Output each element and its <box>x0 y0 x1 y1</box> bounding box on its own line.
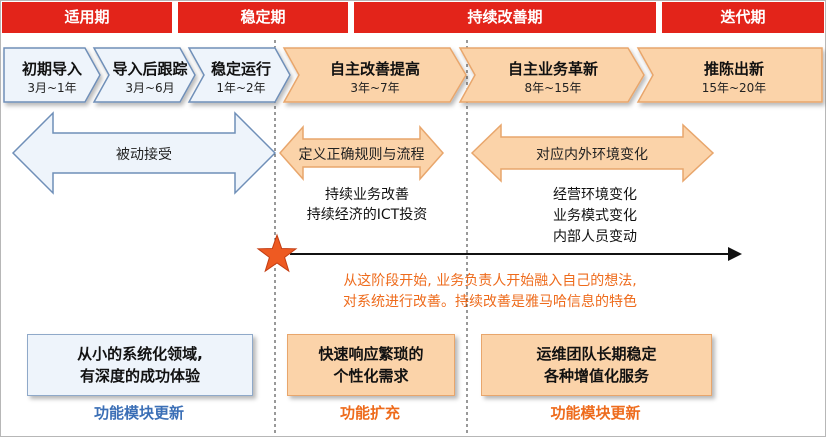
bullet-text: 内部人员变动 <box>553 229 637 245</box>
stage-period: 1年~2年 <box>216 81 266 95</box>
note-line: 从这阶段开始, 业务负责人开始融入自己的想法, <box>343 273 637 289</box>
stage-title: 自主改善提高 <box>329 60 420 78</box>
double-arrow-adapt-env <box>470 123 715 183</box>
bottom-label-left: 功能模块更新 <box>93 404 184 422</box>
phase-iteration: 迭代期 <box>662 2 824 33</box>
stage-period: 3月~6月 <box>125 81 175 95</box>
stage-title: 稳定运行 <box>210 60 271 78</box>
chevron-stage-4 <box>282 47 467 103</box>
summary-line: 从小的系统化领域, <box>77 345 203 363</box>
stage-title: 导入后跟踪 <box>112 60 188 78</box>
chevron-stage-1 <box>3 47 101 103</box>
arrow-label-passive: 被动接受 <box>116 147 172 163</box>
stage-period: 8年~15年 <box>524 81 582 95</box>
bottom-label-right: 功能模块更新 <box>550 404 641 422</box>
stage-period: 3年~7年 <box>350 81 400 95</box>
phase-adaptation: 适用期 <box>2 2 172 33</box>
chevron-stage-6 <box>636 47 823 103</box>
bullet-text: 持续业务改善 <box>325 187 409 203</box>
bullet-text: 持续经济的ICT投资 <box>306 207 428 223</box>
bullet-text: 经营环境变化 <box>553 187 637 203</box>
arrow-label-adapt-env: 对应内外环境变化 <box>536 147 648 163</box>
chevron-stage-5 <box>458 47 645 103</box>
stage-title: 推陈出新 <box>703 60 764 78</box>
arrow-label-define-rules: 定义正确规则与流程 <box>298 147 425 163</box>
star-icon <box>256 233 298 273</box>
summary-line: 快速响应繁琐的 <box>318 345 424 363</box>
summary-line: 运维团队长期稳定 <box>536 345 657 363</box>
double-arrow-passive <box>11 111 277 195</box>
bullet-text: 业务模式变化 <box>553 208 637 224</box>
double-arrow-define-rules <box>278 125 445 181</box>
stage-title: 自主业务革新 <box>507 60 598 78</box>
summary-line: 有深度的成功体验 <box>79 367 200 385</box>
phase-improvement: 持续改善期 <box>354 2 656 33</box>
stage-period: 3月~1年 <box>27 81 77 95</box>
note-line: 对系统进行改善。持续改善是雅马哈信息的特色 <box>343 294 637 310</box>
phase-stable: 稳定期 <box>178 2 348 33</box>
stage-title: 初期导入 <box>21 60 82 78</box>
summary-box-left: 从小的系统化领域, 有深度的成功体验 <box>27 334 253 396</box>
summary-line: 各种增值化服务 <box>543 367 649 385</box>
chevron-stage-2 <box>92 47 196 103</box>
arrow-right-icon <box>728 247 742 261</box>
summary-box-right: 运维团队长期稳定 各种增值化服务 <box>481 334 712 396</box>
bottom-label-mid: 功能扩充 <box>339 404 400 422</box>
summary-box-mid: 快速响应繁琐的 个性化需求 <box>287 334 455 396</box>
chevron-stage-3 <box>187 47 291 103</box>
stage-period: 15年~20年 <box>701 81 767 95</box>
summary-line: 个性化需求 <box>333 367 409 385</box>
